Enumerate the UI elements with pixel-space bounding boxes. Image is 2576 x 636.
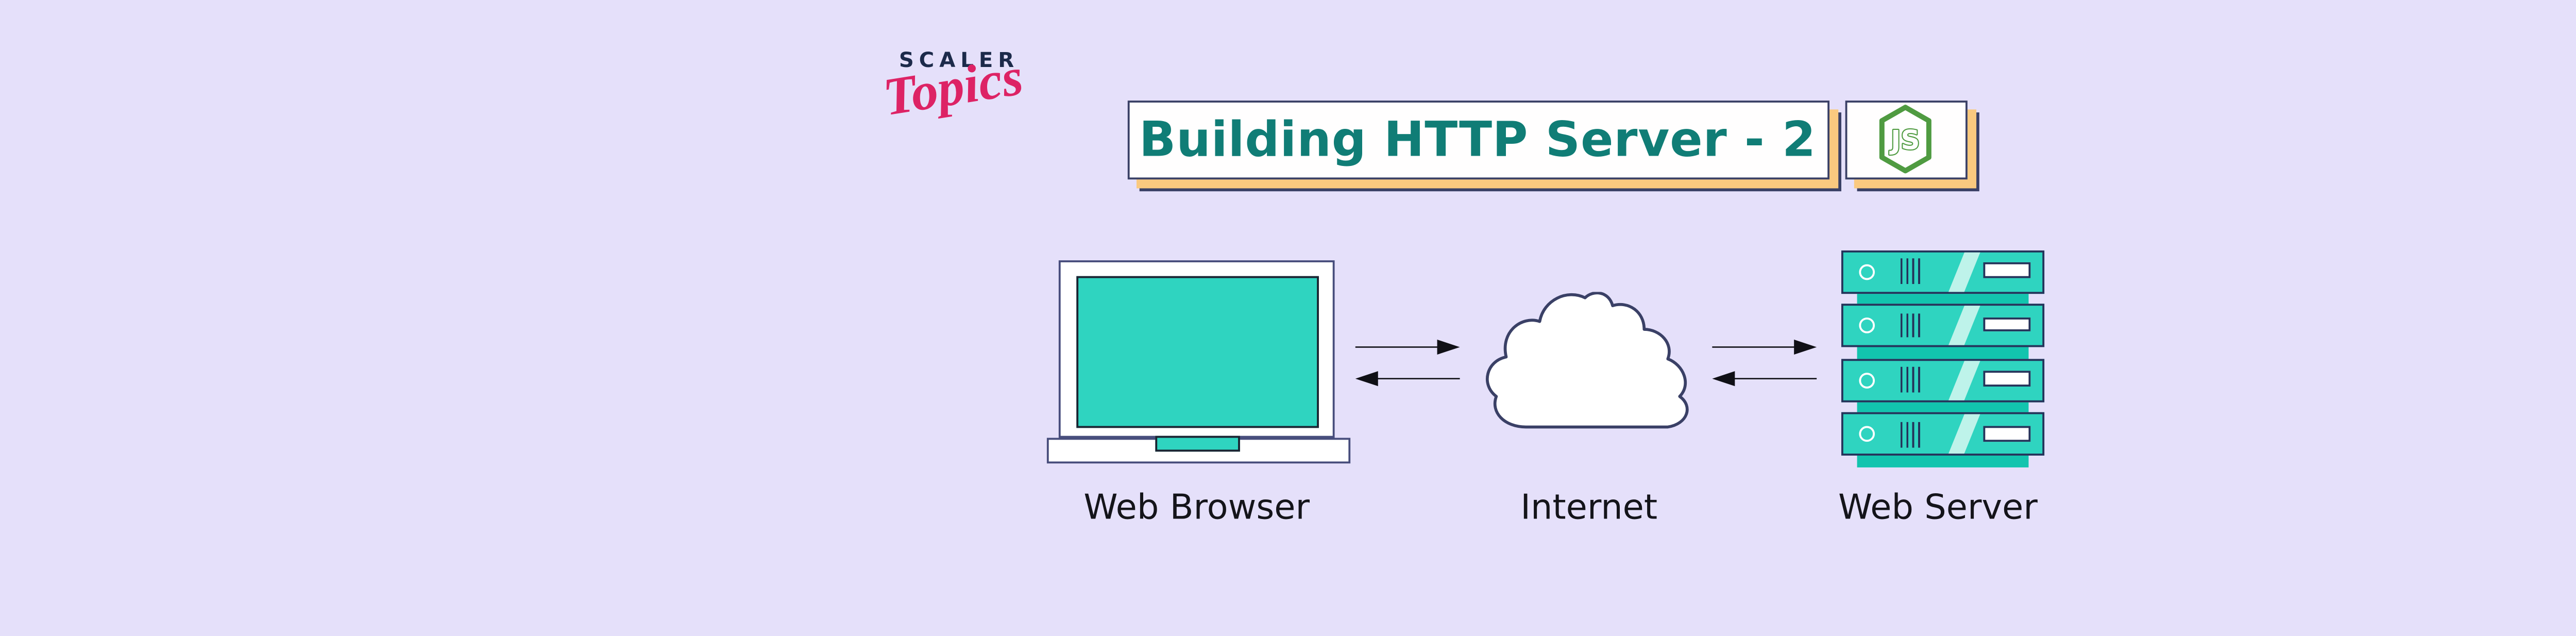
server-drive-slot: [1983, 372, 2031, 387]
rack-pedestal: [1856, 456, 2028, 467]
server-unit: [1840, 358, 2045, 402]
internet-label: Internet: [1520, 489, 1658, 529]
nodejs-hexagon: [1879, 105, 1932, 174]
server-drive-slot: [1983, 263, 2031, 278]
arrowhead-left: [1712, 371, 1735, 387]
nodejs-badge-panel: JS: [1845, 101, 1967, 179]
arrowhead-right: [1794, 339, 1817, 354]
web-browser-label: Web Browser: [1083, 489, 1310, 529]
web-browser-screen: [1076, 275, 1318, 427]
arrowhead-right: [1436, 339, 1459, 354]
server-unit: [1840, 304, 2045, 347]
request-arrow-internet-to-server: [1712, 339, 1817, 354]
server-vents-icon: [1900, 367, 1921, 393]
server-power-light-icon: [1858, 318, 1874, 334]
server-drive-slot: [1983, 317, 2031, 332]
nodejs-icon: JS: [1879, 105, 1932, 174]
server-power-light-icon: [1858, 372, 1874, 389]
response-arrow-internet-to-browser: [1354, 371, 1459, 387]
server-vents-icon: [1900, 258, 1921, 284]
scaler-logo-wordmark: SCALER: [899, 49, 1020, 73]
page-title: Building HTTP Server - 2: [1139, 111, 1817, 169]
request-arrow-browser-to-internet: [1354, 339, 1459, 354]
server-power-light-icon: [1858, 263, 1874, 280]
server-power-light-icon: [1858, 427, 1874, 443]
server-gloss-stripe: [1944, 251, 1981, 291]
arrowhead-left: [1354, 371, 1377, 387]
web-server-label: Web Server: [1838, 489, 2038, 529]
rack-connector: [1856, 347, 2028, 359]
internet-cloud-icon: [1486, 292, 1689, 429]
server-vents-icon: [1900, 422, 1921, 447]
rack-connector: [1856, 293, 2028, 304]
server-gloss-stripe: [1944, 306, 1981, 346]
server-vents-icon: [1900, 313, 1921, 339]
server-gloss-stripe: [1944, 414, 1981, 455]
server-gloss-stripe: [1944, 360, 1981, 400]
web-browser-monitor-neck: [1154, 434, 1239, 451]
rack-connector: [1856, 401, 2028, 413]
cloud-shape: [1486, 292, 1689, 429]
server-unit: [1840, 249, 2045, 293]
server-drive-slot: [1983, 426, 2031, 441]
web-server-rack: [1840, 249, 2045, 467]
nodejs-js-letters: JS: [1890, 125, 1920, 156]
response-arrow-server-to-internet: [1712, 371, 1817, 387]
server-unit: [1840, 412, 2045, 457]
title-panel: Building HTTP Server - 2: [1126, 101, 1829, 179]
